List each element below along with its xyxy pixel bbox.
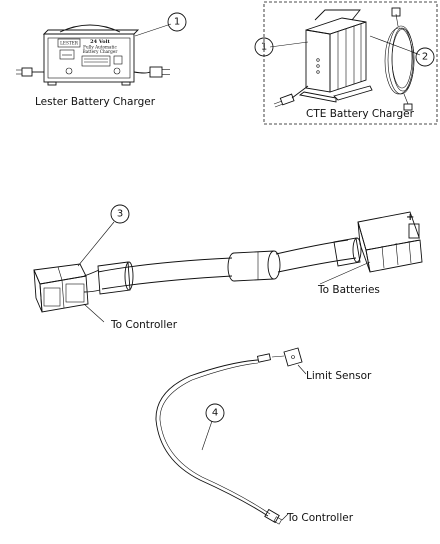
callout-2	[415, 47, 435, 67]
lester-charger-label: Lester Battery Charger	[35, 96, 156, 108]
charger-plate-line2: Fully Automatic	[83, 45, 117, 50]
battery-minus-mark: −	[414, 235, 422, 245]
limit-sensor-harness	[155, 347, 303, 525]
to-batteries-label: To Batteries	[317, 284, 380, 296]
battery-cable: + −	[33, 211, 423, 313]
cte-charger	[273, 9, 373, 108]
lester-charger: LESTER 24 Volt Fully Automatic Battery C…	[16, 24, 170, 86]
callout-2-number: 2	[422, 52, 428, 63]
power-cord-coil	[384, 7, 415, 111]
callout-1-lester-number: 1	[174, 17, 180, 28]
charger-plate-line3: Battery Charger	[83, 49, 118, 54]
callout-4	[205, 403, 225, 423]
callout-3	[110, 204, 130, 224]
callout-3-number: 3	[117, 209, 123, 220]
callout-4-number: 4	[212, 408, 218, 419]
limit-sensor-label: Limit Sensor	[306, 370, 372, 382]
callout-1-cte-number: 1	[261, 42, 267, 53]
callout-1-cte	[254, 37, 274, 57]
callout-1-lester	[167, 12, 187, 32]
to-controller-cable-label: To Controller	[110, 319, 178, 331]
cte-detail-box	[263, 1, 438, 125]
charger-plate-line1: 24 Volt	[90, 39, 110, 45]
cte-charger-label: CTE Battery Charger	[306, 108, 415, 120]
charger-brand: LESTER	[60, 41, 79, 46]
battery-plus-mark: +	[406, 212, 414, 223]
to-controller-harness-label: To Controller	[286, 512, 354, 524]
